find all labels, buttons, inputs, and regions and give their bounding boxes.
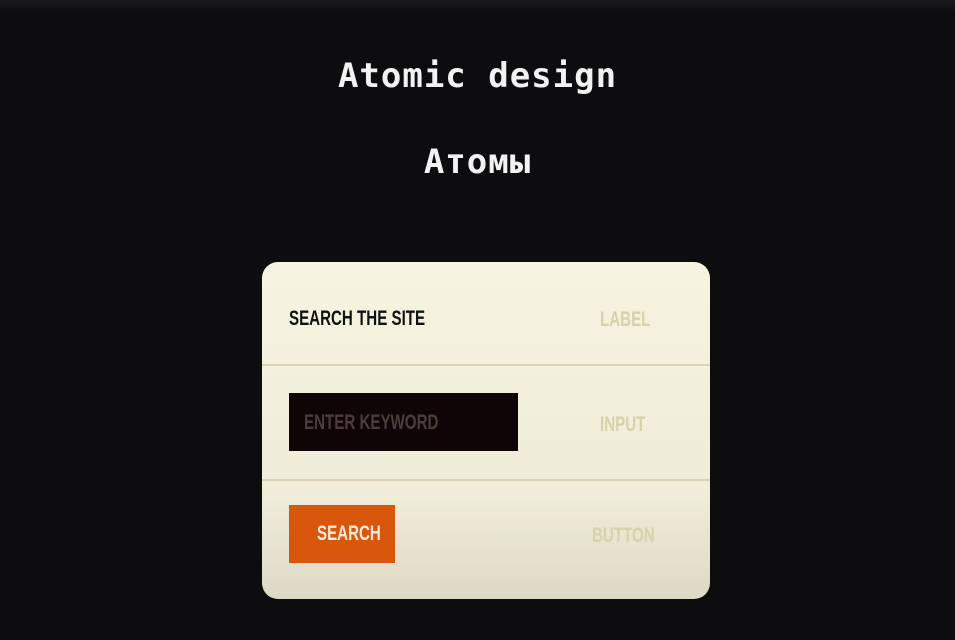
row-divider xyxy=(262,479,710,481)
search-button-label: SEARCH xyxy=(317,522,381,545)
page-subtitle: Атомы xyxy=(423,142,532,182)
keyword-input[interactable] xyxy=(289,393,518,451)
search-site-label: SEARCH THE SITE xyxy=(289,307,426,330)
search-button[interactable]: SEARCH xyxy=(289,505,395,563)
top-edge-strip xyxy=(0,0,955,14)
atom-type-tag-input: INPUT xyxy=(600,413,646,436)
page-title: Atomic design xyxy=(337,56,618,96)
label-atom-row: SEARCH THE SITE LABEL xyxy=(262,262,710,364)
button-atom-row: SEARCH BUTTON xyxy=(262,481,710,599)
atom-type-tag-button: BUTTON xyxy=(592,524,655,547)
row-divider xyxy=(262,364,710,366)
input-atom-row: ENTER KEYWORD INPUT xyxy=(262,366,710,479)
atoms-card: SEARCH THE SITE LABEL ENTER KEYWORD INPU… xyxy=(262,262,710,599)
atom-type-tag-label: LABEL xyxy=(600,308,651,331)
